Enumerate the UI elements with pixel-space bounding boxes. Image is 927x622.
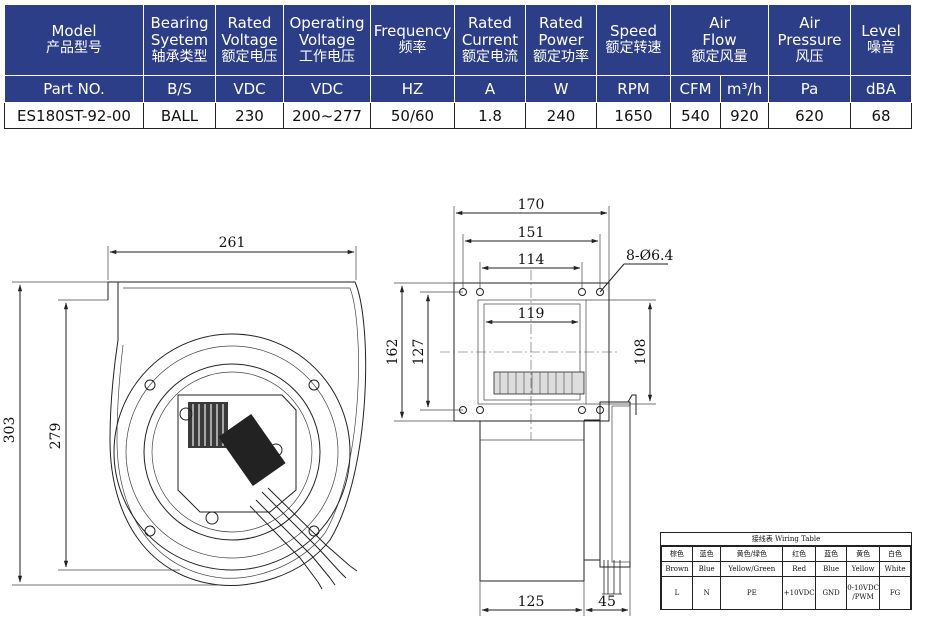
unit-cell: HZ [370, 75, 455, 103]
wiring-cell: 蓝色 [815, 546, 848, 562]
wiring-cell: 黄色 [846, 546, 881, 562]
wiring-cell: L [661, 576, 693, 610]
wiring-cell: Red [782, 561, 817, 577]
outlet-flange [107, 281, 119, 300]
wiring-cell: N [691, 576, 722, 610]
wiring-color-en-row: Brown Blue Yellow/Green Red Blue Yellow … [661, 561, 911, 577]
cables-side [602, 560, 622, 595]
dim-45-label: 45 [598, 594, 616, 610]
cables [249, 487, 358, 590]
unit-cell: RPM [596, 75, 671, 103]
wiring-cell: Blue [815, 561, 848, 577]
wiring-cell: 蓝色 [691, 546, 722, 562]
value-cell: 920 [720, 102, 769, 129]
controller-box [177, 394, 297, 513]
unit-cell: m³/h [720, 75, 769, 103]
dim-108-label: 108 [633, 339, 649, 366]
wiring-cell: FG [879, 576, 911, 610]
screw [179, 407, 193, 421]
wiring-cell: +10VDC [782, 576, 817, 610]
side-view: 170 151 114 119 8-Ø6.4 162 127 108 [385, 197, 673, 616]
dim-114-label: 114 [518, 252, 545, 268]
unit-cell: dBA [850, 75, 912, 103]
wiring-grid: 棕色 蓝色 黄色/绿色 红色 蓝色 黄色 白色 Brown Blue Yello… [661, 546, 911, 610]
value-cell: 230 [215, 102, 284, 129]
wiring-cell: Brown [661, 561, 693, 577]
unit-cell: CFM [670, 75, 721, 103]
wiring-table-title: 接线表 Wiring Table [661, 533, 911, 546]
value-cell: 1.8 [454, 102, 526, 129]
value-cell: 68 [850, 102, 912, 129]
mount-hole [144, 525, 156, 537]
wiring-cell: Yellow [846, 561, 881, 577]
wiring-color-zh-row: 棕色 蓝色 黄色/绿色 红色 蓝色 黄色 白色 [661, 546, 911, 562]
hole-callout-label: 8-Ø6.4 [626, 248, 673, 264]
screw [269, 443, 283, 457]
front-view: 261 303 279 [2, 235, 367, 590]
motor-side [584, 419, 601, 561]
dim-119-label: 119 [518, 306, 545, 322]
housing-body-side [479, 420, 585, 582]
dim-162-label: 162 [385, 339, 401, 366]
value-cell: 50/60 [370, 102, 455, 129]
dim-151-label: 151 [518, 225, 545, 241]
screw [205, 511, 219, 525]
motor-plate-inner [151, 371, 313, 533]
wiring-table: 接线表 Wiring Table 棕色 蓝色 黄色/绿色 红色 蓝色 黄色 白色… [660, 532, 912, 610]
dim-170-label: 170 [518, 197, 545, 213]
motor-plate [143, 363, 321, 541]
unit-cell: Pa [768, 75, 851, 103]
wiring-cell: 红色 [782, 546, 817, 562]
spec-value-row: ES180ST-92-00 BALL 230 200~277 50/60 1.8… [4, 102, 912, 129]
wiring-cell: 白色 [879, 546, 911, 562]
wiring-cell: Blue [691, 561, 722, 577]
unit-cell: VDC [215, 75, 284, 103]
value-cell: 620 [768, 102, 851, 129]
housing-inner-outline [116, 287, 359, 579]
controller-side [599, 401, 631, 568]
mount-hole [308, 379, 320, 391]
dim-261-label: 261 [219, 235, 246, 251]
mount-hole [308, 525, 320, 537]
value-cell: 1650 [596, 102, 671, 129]
value-cell: 200~277 [283, 102, 371, 129]
mount-hole [144, 379, 156, 391]
wiring-cell: 黄色/绿色 [720, 546, 784, 562]
wiring-cell: Yellow/Green [720, 561, 784, 577]
housing-outline [109, 281, 367, 586]
wiring-cell: PE [720, 576, 784, 610]
motor-outer-circle [113, 333, 351, 571]
wiring-cell: GND [815, 576, 848, 610]
value-cell: ES180ST-92-00 [4, 102, 144, 129]
dim-127-label: 127 [411, 339, 427, 366]
dim-303-label: 303 [2, 417, 18, 444]
value-cell: 540 [670, 102, 721, 129]
unit-cell: VDC [283, 75, 371, 103]
dim-125-label: 125 [518, 594, 545, 610]
wiring-cell: 0-10VDC /PWM [846, 576, 881, 610]
hole-leader [599, 263, 625, 293]
value-cell: BALL [143, 102, 216, 129]
wiring-cell: White [879, 561, 911, 577]
impeller [493, 371, 585, 395]
label-plate [218, 413, 286, 487]
motor-ring [125, 345, 339, 559]
bracket [627, 394, 637, 415]
dim-279-label: 279 [48, 423, 64, 450]
value-cell: 240 [525, 102, 597, 129]
wiring-value-row: L N PE +10VDC GND 0-10VDC /PWM FG [661, 576, 911, 610]
wiring-cell: 棕色 [661, 546, 693, 562]
